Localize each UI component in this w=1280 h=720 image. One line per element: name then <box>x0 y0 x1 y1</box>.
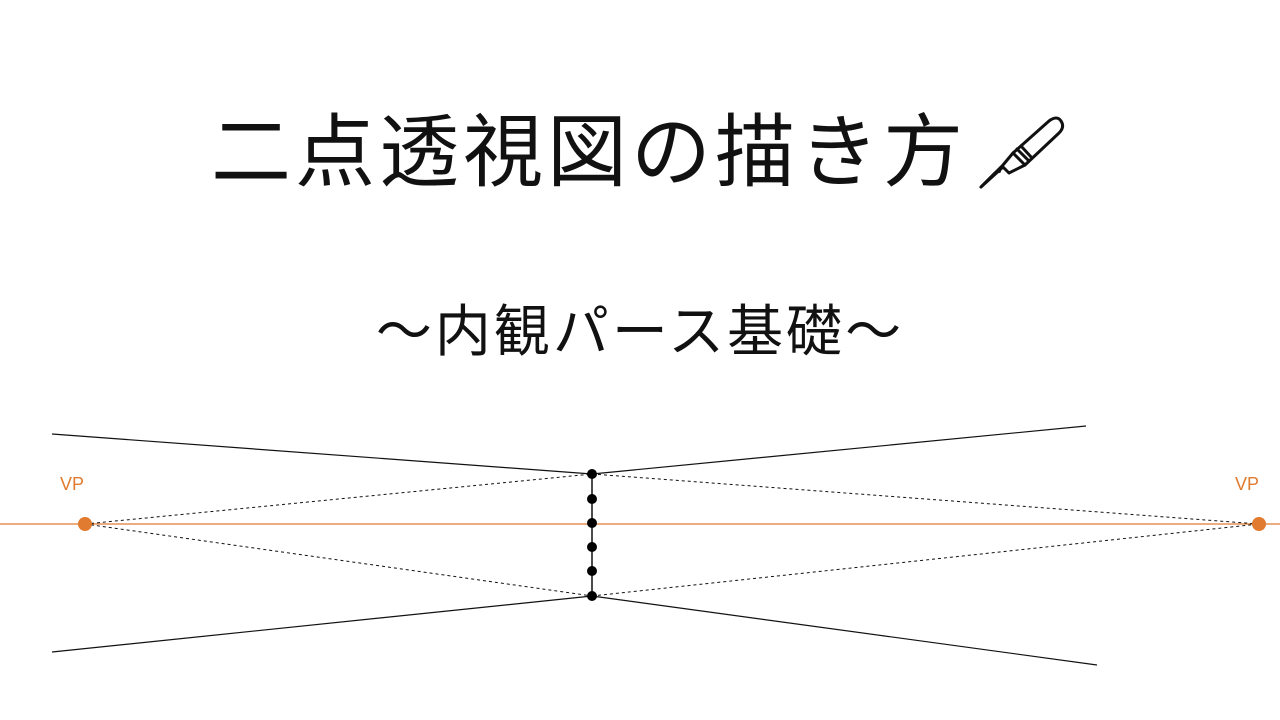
fountain-pen-icon <box>979 116 1065 189</box>
edge-dot-1 <box>587 469 597 479</box>
page-title: 二点透視図の描き方 <box>211 106 967 199</box>
vanishing-point-right <box>1252 517 1266 531</box>
dashed-line-right-bottom <box>591 523 1260 597</box>
upper-left-line <box>51 433 593 475</box>
edge-dot-3 <box>587 518 597 528</box>
vanishing-point-left <box>78 517 92 531</box>
dashed-line-left-top <box>84 473 593 525</box>
dashed-line-right-top <box>591 473 1260 525</box>
upper-right-line <box>591 425 1087 475</box>
edge-dot-5 <box>587 566 597 576</box>
title-row: 二点透視図の描き方 <box>0 98 1280 208</box>
page-subtitle: ～内観パース基礎～ <box>375 300 905 365</box>
dashed-line-left-bottom <box>84 523 593 597</box>
edge-dot-4 <box>587 542 597 552</box>
lower-left-line <box>51 595 593 653</box>
edge-dot-6 <box>587 591 597 601</box>
vp-right-label: VP <box>1235 474 1259 494</box>
edge-dot-2 <box>587 494 597 504</box>
vp-left-label: VP <box>60 474 84 494</box>
lower-right-line <box>591 595 1098 666</box>
